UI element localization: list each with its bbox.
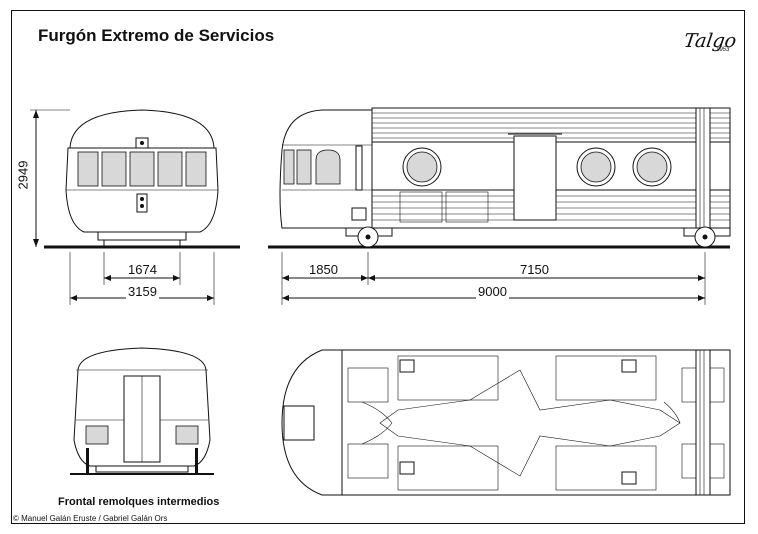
floor-plan	[281, 349, 731, 496]
dim-height-label: 2949	[15, 158, 31, 192]
intermediate-front-view	[70, 347, 214, 475]
dim-total-length-label: 9000	[476, 284, 509, 299]
dim-body-length-label: 7150	[518, 262, 551, 277]
dim-front-track-label: 1674	[126, 262, 159, 277]
page-title: Furgón Extremo de Servicios	[38, 26, 275, 45]
front-dimensions	[69, 252, 215, 305]
dim-cab-length-label: 1850	[307, 262, 340, 277]
front-view	[30, 109, 240, 249]
dim-front-width-label: 3159	[126, 284, 159, 299]
side-view	[268, 107, 731, 249]
caption: Frontal remolques intermedios	[58, 496, 220, 508]
logo-year: 1953	[716, 47, 730, 53]
drawing-frame	[11, 10, 745, 524]
credit: © Manuel Galán Eruste / Gabriel Galán Or…	[13, 514, 168, 523]
